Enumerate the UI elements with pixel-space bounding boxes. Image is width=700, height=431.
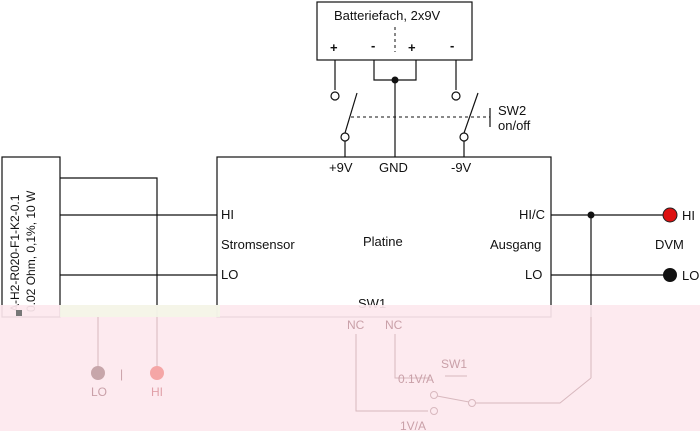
ghost-range-1: 0.1V/A	[398, 372, 434, 386]
ghost-sw1-wire-b	[355, 334, 428, 412]
ghost-sw1-common	[468, 399, 476, 407]
ghost-dash: |	[120, 367, 123, 381]
board-output-label: Ausgang	[490, 237, 541, 252]
board-lo-output-label: LO	[525, 267, 542, 282]
board-lo-input-label: LO	[221, 267, 238, 282]
shunt-marker	[16, 310, 22, 316]
board-name: Platine	[363, 234, 403, 249]
sw2-neg-blade	[463, 92, 479, 134]
shunt-top-wire	[60, 177, 158, 317]
gnd-junction-dot	[391, 76, 399, 84]
battery-plus-2: +	[408, 40, 416, 55]
board-platine	[216, 156, 552, 318]
shunt-resistor	[1, 156, 61, 318]
rail-pos-label: +9V	[329, 160, 353, 175]
ghost-output-link	[476, 377, 592, 404]
sw2-name: SW2	[498, 103, 526, 118]
battery-plus-1: +	[330, 40, 338, 55]
sw2-neg-bottom-terminal	[459, 132, 469, 142]
ghost-sw1-wire-a	[394, 334, 430, 379]
dvm-hi-label: HI	[682, 208, 695, 223]
ghost-lo-terminal	[91, 366, 105, 380]
board-nc-label-1: NC	[347, 318, 365, 332]
ghost-range-2: 1V/A	[400, 419, 426, 431]
board-hi-input-label: HI	[221, 207, 234, 222]
ghost-sw1-terminal-2	[430, 407, 438, 415]
board-sensor-label: Stromsensor	[221, 237, 295, 252]
battery-minus-2: -	[450, 38, 454, 53]
ghost-hi-label: HI	[151, 385, 163, 399]
sw2-pos-top-terminal	[330, 91, 340, 101]
battery-compartment	[316, 1, 473, 61]
dvm-lo-terminal	[663, 268, 677, 282]
board-hi-output-label: HI/C	[519, 207, 545, 222]
battery-title: Batteriefach, 2x9V	[334, 8, 441, 23]
sw2-label: on/off	[498, 118, 531, 133]
dvm-name: DVM	[655, 237, 684, 252]
ghost-hi-terminal	[150, 366, 164, 380]
ghost-lo-label: LO	[91, 385, 107, 399]
ghost-sw1-blade	[436, 395, 470, 403]
ghost-sw1-label: SW1	[441, 357, 467, 371]
sw2-pos-bottom-terminal	[340, 132, 350, 142]
dvm-hi-terminal	[662, 207, 678, 223]
rail-neg-label: -9V	[451, 160, 472, 175]
sw2-pos-blade	[344, 92, 358, 134]
board-nc-label-2: NC	[385, 318, 403, 332]
sw2-neg-top-terminal	[451, 91, 461, 101]
overlay-highlight-strip	[60, 305, 220, 317]
battery-minus-1: -	[371, 38, 375, 53]
overlay-band	[0, 305, 700, 431]
shunt-part-number: A-H2-R020-F1-K2-0.1	[8, 194, 22, 312]
rail-gnd-label: GND	[379, 160, 408, 175]
dvm-lo-label: LO	[682, 268, 699, 283]
ghost-sw1-terminal-1	[430, 391, 438, 399]
shunt-spec: 0.02 Ohm, 0,1%, 10 W	[24, 190, 38, 312]
